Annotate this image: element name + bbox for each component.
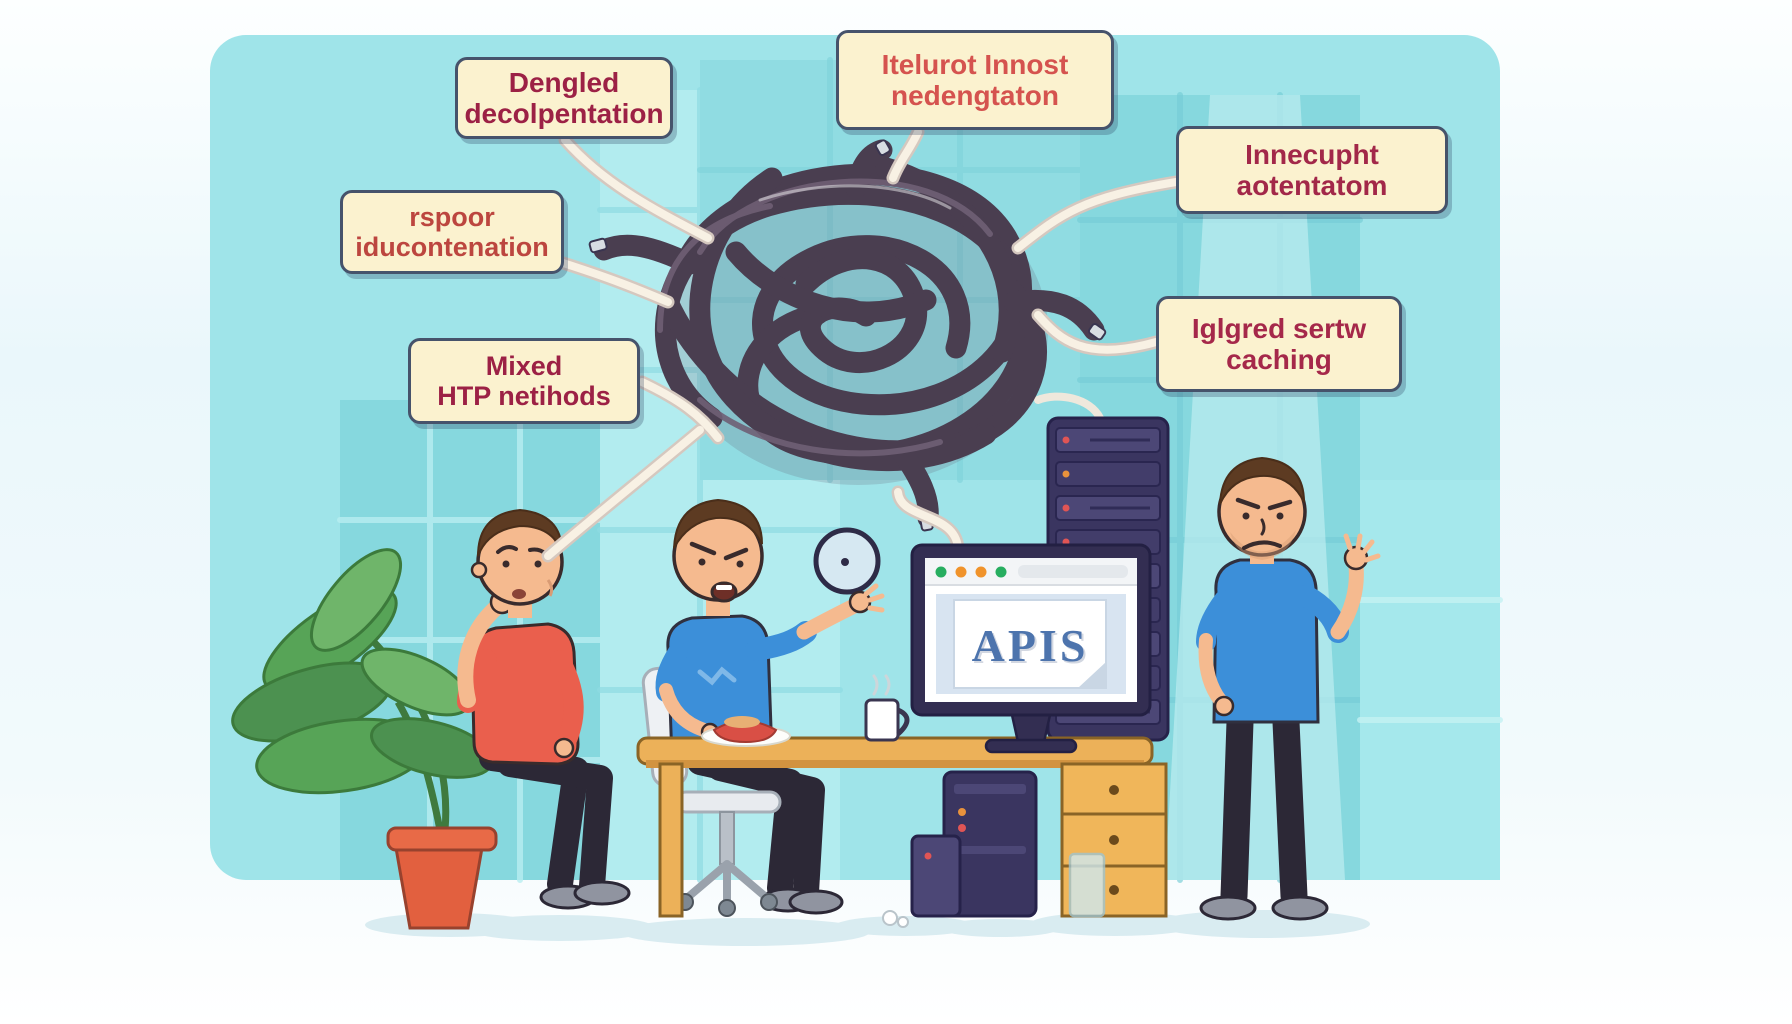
monitor — [910, 543, 1152, 754]
callout-dengled-decolpentation: Dengled decolpentation — [455, 57, 673, 139]
tangled-cables-knot — [588, 139, 1107, 532]
cable-end-connectors — [588, 139, 1107, 532]
coffee-mug — [864, 674, 910, 742]
callout-itelurot-innost: Itelurot Innost nedengtaton — [836, 30, 1114, 130]
potted-plant — [231, 548, 498, 930]
sandwich-on-desk — [701, 716, 791, 747]
callout-rspoor-iducontenation: rspoor iducontenation — [340, 190, 564, 274]
callout-text: Dengled decolpentation — [464, 66, 664, 129]
browser-dot-1 — [935, 566, 947, 578]
callout-connector-lines — [541, 125, 1183, 563]
computer-towers — [910, 770, 1038, 918]
monitor-screen-text: APIS — [971, 619, 1089, 671]
browser-dot-2 — [955, 566, 967, 578]
browser-dot-4 — [995, 566, 1007, 578]
callout-innecupht-aotentatom: Innecupht aotentatom — [1176, 126, 1448, 214]
callout-text: Iglgred sertw caching — [1191, 312, 1367, 375]
callout-iglgred-sertw-caching: Iglgred sertw caching — [1156, 296, 1402, 392]
callout-text: Itelurot Innost nedengtaton — [881, 48, 1069, 111]
callout-text: Mixed HTP netihods — [437, 350, 611, 411]
callout-text: rspoor iducontenation — [355, 201, 549, 262]
drinking-glass — [1068, 852, 1106, 918]
callout-text: Innecupht aotentatom — [1236, 138, 1388, 201]
developer-right — [1196, 456, 1381, 921]
drawer-unit — [1060, 762, 1168, 918]
browser-dot-3 — [975, 566, 987, 578]
developer-left — [457, 508, 631, 910]
crumpled-paper — [882, 910, 909, 928]
wall-clock — [813, 527, 881, 595]
callout-mixed-htp-netihods: Mixed HTP netihods — [408, 338, 640, 424]
